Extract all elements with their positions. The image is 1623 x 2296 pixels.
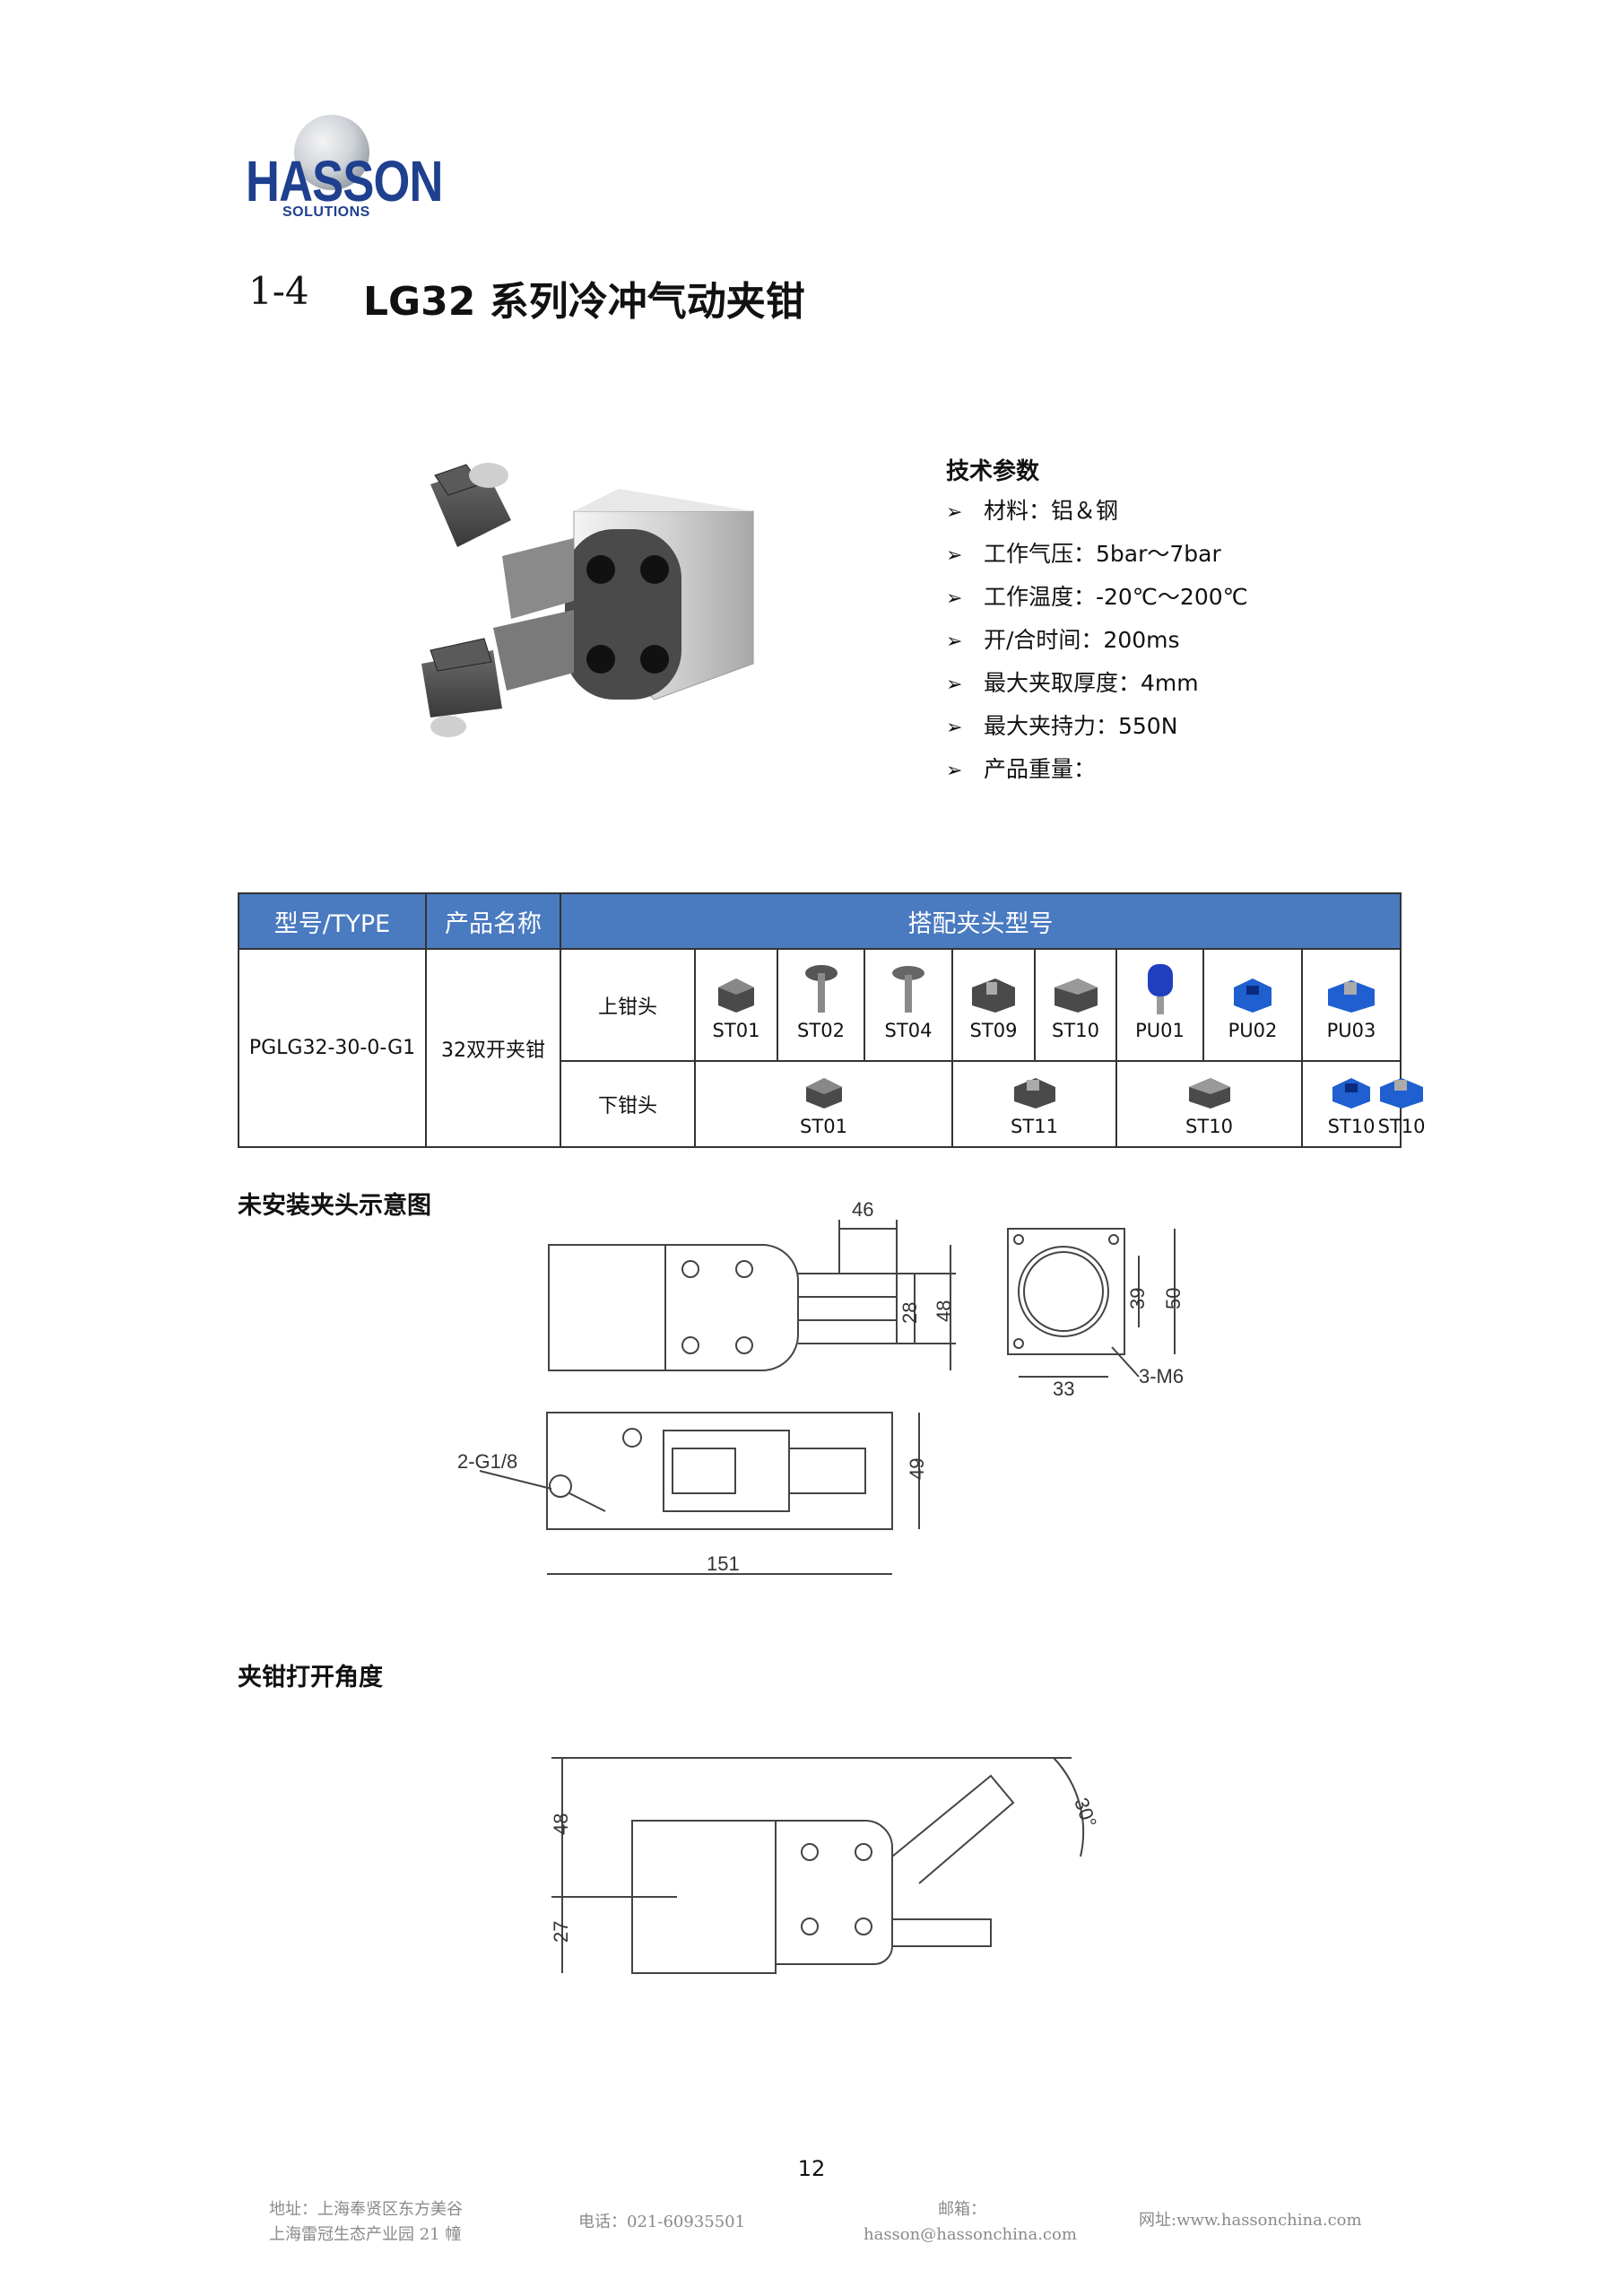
arrow-bullet-icon: ➢ (946, 717, 963, 739)
spec-item: ➢材料：铝＆钢 (946, 495, 1248, 538)
jaw-st01-icon (718, 978, 754, 1013)
spec-item: ➢产品重量： (946, 753, 1248, 796)
upper-jaw-cell: ST09 (951, 948, 1036, 1062)
jaw-st10-icon (1054, 978, 1098, 1013)
product-photo (421, 463, 754, 737)
header-name: 产品名称 (425, 892, 561, 950)
logo-wordmark: HASSON (246, 149, 443, 213)
jaw-pu01-icon (1147, 963, 1173, 1014)
logo-subtitle: SOLUTIONS (282, 204, 370, 220)
lower-jaw-cell: ST11 (951, 1060, 1117, 1148)
jaw-st11-lower-icon (1013, 1078, 1055, 1109)
svg-text:151: 151 (707, 1552, 740, 1575)
end-view-drawing: 39 50 33 3-M6 (1007, 1228, 1185, 1399)
model-cell: PGLG32-30-0-G1 (238, 948, 427, 1148)
upper-jaw-cell: ST10 (1034, 948, 1117, 1062)
footer-address: 地址：上海奉贤区东方美谷 上海雷冠生态产业园 21 幢 (269, 2200, 463, 2244)
opening-angle-label: 夹钳打开角度 (238, 1664, 383, 1692)
globe-icon (294, 115, 369, 190)
jaw-st10-lower-icon (1188, 1078, 1230, 1109)
header-type: 型号/TYPE (238, 892, 427, 950)
svg-text:33: 33 (1053, 1378, 1074, 1399)
svg-text:28: 28 (898, 1302, 921, 1324)
svg-text:27: 27 (550, 1921, 572, 1943)
upper-jaw-cell: ST04 (864, 948, 953, 1062)
specs-heading: 技术参数 (946, 458, 1040, 485)
footer-phone: 电话：021-60935501 (578, 2213, 746, 2231)
specs-list: ➢材料：铝＆钢 ➢工作气压：5bar～7bar ➢工作温度：-20℃～200℃ … (946, 495, 1248, 796)
jaw-pu-lower-icon (1332, 1078, 1371, 1109)
upper-jaw-cell: ST02 (777, 948, 865, 1062)
upper-jaw-cell: PU01 (1115, 948, 1204, 1062)
svg-text:3-M6: 3-M6 (1139, 1365, 1184, 1387)
lower-jaw-cell: ST01 (694, 1060, 953, 1148)
svg-text:30°: 30° (1070, 1795, 1101, 1831)
spec-item: ➢最大夹取厚度：4mm (946, 667, 1248, 710)
header-jaws: 搭配夹头型号 (559, 892, 1402, 950)
side-view-drawing: 2-G1/8 49 151 (457, 1412, 928, 1575)
svg-text:46: 46 (852, 1198, 873, 1221)
svg-text:48: 48 (550, 1813, 572, 1835)
lower-jaw-label: 下钳头 (560, 1060, 696, 1148)
section-number: 1-4 (248, 269, 309, 313)
jaw-pu03-icon (1328, 979, 1376, 1013)
upper-jaw-cell: ST01 (694, 948, 778, 1062)
jaw-st04-icon (892, 965, 924, 1013)
jaw-st02-icon (804, 964, 838, 1013)
arrow-bullet-icon: ➢ (946, 760, 963, 782)
svg-text:2-G1/8: 2-G1/8 (457, 1450, 517, 1473)
opening-angle-drawing: 48 27 30° (550, 1757, 1101, 1974)
upper-jaw-cell: PU02 (1202, 948, 1303, 1062)
svg-text:39: 39 (1126, 1288, 1149, 1309)
spec-item: ➢工作温度：-20℃～200℃ (946, 581, 1248, 624)
jaw-pu-lower2-icon (1380, 1078, 1424, 1109)
jaw-st01-lower-icon (805, 1078, 842, 1109)
company-logo: HASSON SOLUTIONS (242, 115, 443, 222)
arrow-bullet-icon: ➢ (946, 631, 963, 653)
jaw-pu02-icon (1234, 978, 1271, 1013)
spec-item: ➢最大夹持力：550N (946, 710, 1248, 753)
footer-email: 邮箱： hasson@hassonchina.com (864, 2200, 1077, 2244)
upper-jaw-cell: PU03 (1300, 948, 1402, 1062)
svg-text:48: 48 (933, 1300, 955, 1322)
product-name-cell: 32双开夹钳 (425, 948, 561, 1148)
arrow-bullet-icon: ➢ (946, 501, 963, 524)
footer-website[interactable]: 网址:www.hassonchina.com (1139, 2211, 1362, 2230)
svg-text:50: 50 (1162, 1288, 1185, 1309)
product-table: 型号/TYPE 产品名称 搭配夹头型号 PGLG32-30-0-G1 32双开夹… (238, 892, 1425, 1148)
spec-item: ➢工作气压：5bar～7bar (946, 538, 1248, 581)
uninstalled-label: 未安装夹头示意图 (238, 1192, 431, 1220)
page-number: 12 (797, 2156, 826, 2181)
section-title: LG32 系列冷冲气动夹钳 (363, 279, 805, 325)
svg-text:49: 49 (906, 1458, 928, 1480)
arrow-bullet-icon: ➢ (946, 544, 963, 567)
lower-jaw-cell: ST10 (1115, 1060, 1303, 1148)
jaw-st09-icon (972, 978, 1015, 1013)
spec-item: ➢开/合时间：200ms (946, 624, 1248, 667)
arrow-bullet-icon: ➢ (946, 587, 963, 610)
arrow-bullet-icon: ➢ (946, 674, 963, 696)
upper-jaw-label: 上钳头 (560, 948, 696, 1062)
top-view-drawing: 46 28 48 (548, 1198, 956, 1371)
